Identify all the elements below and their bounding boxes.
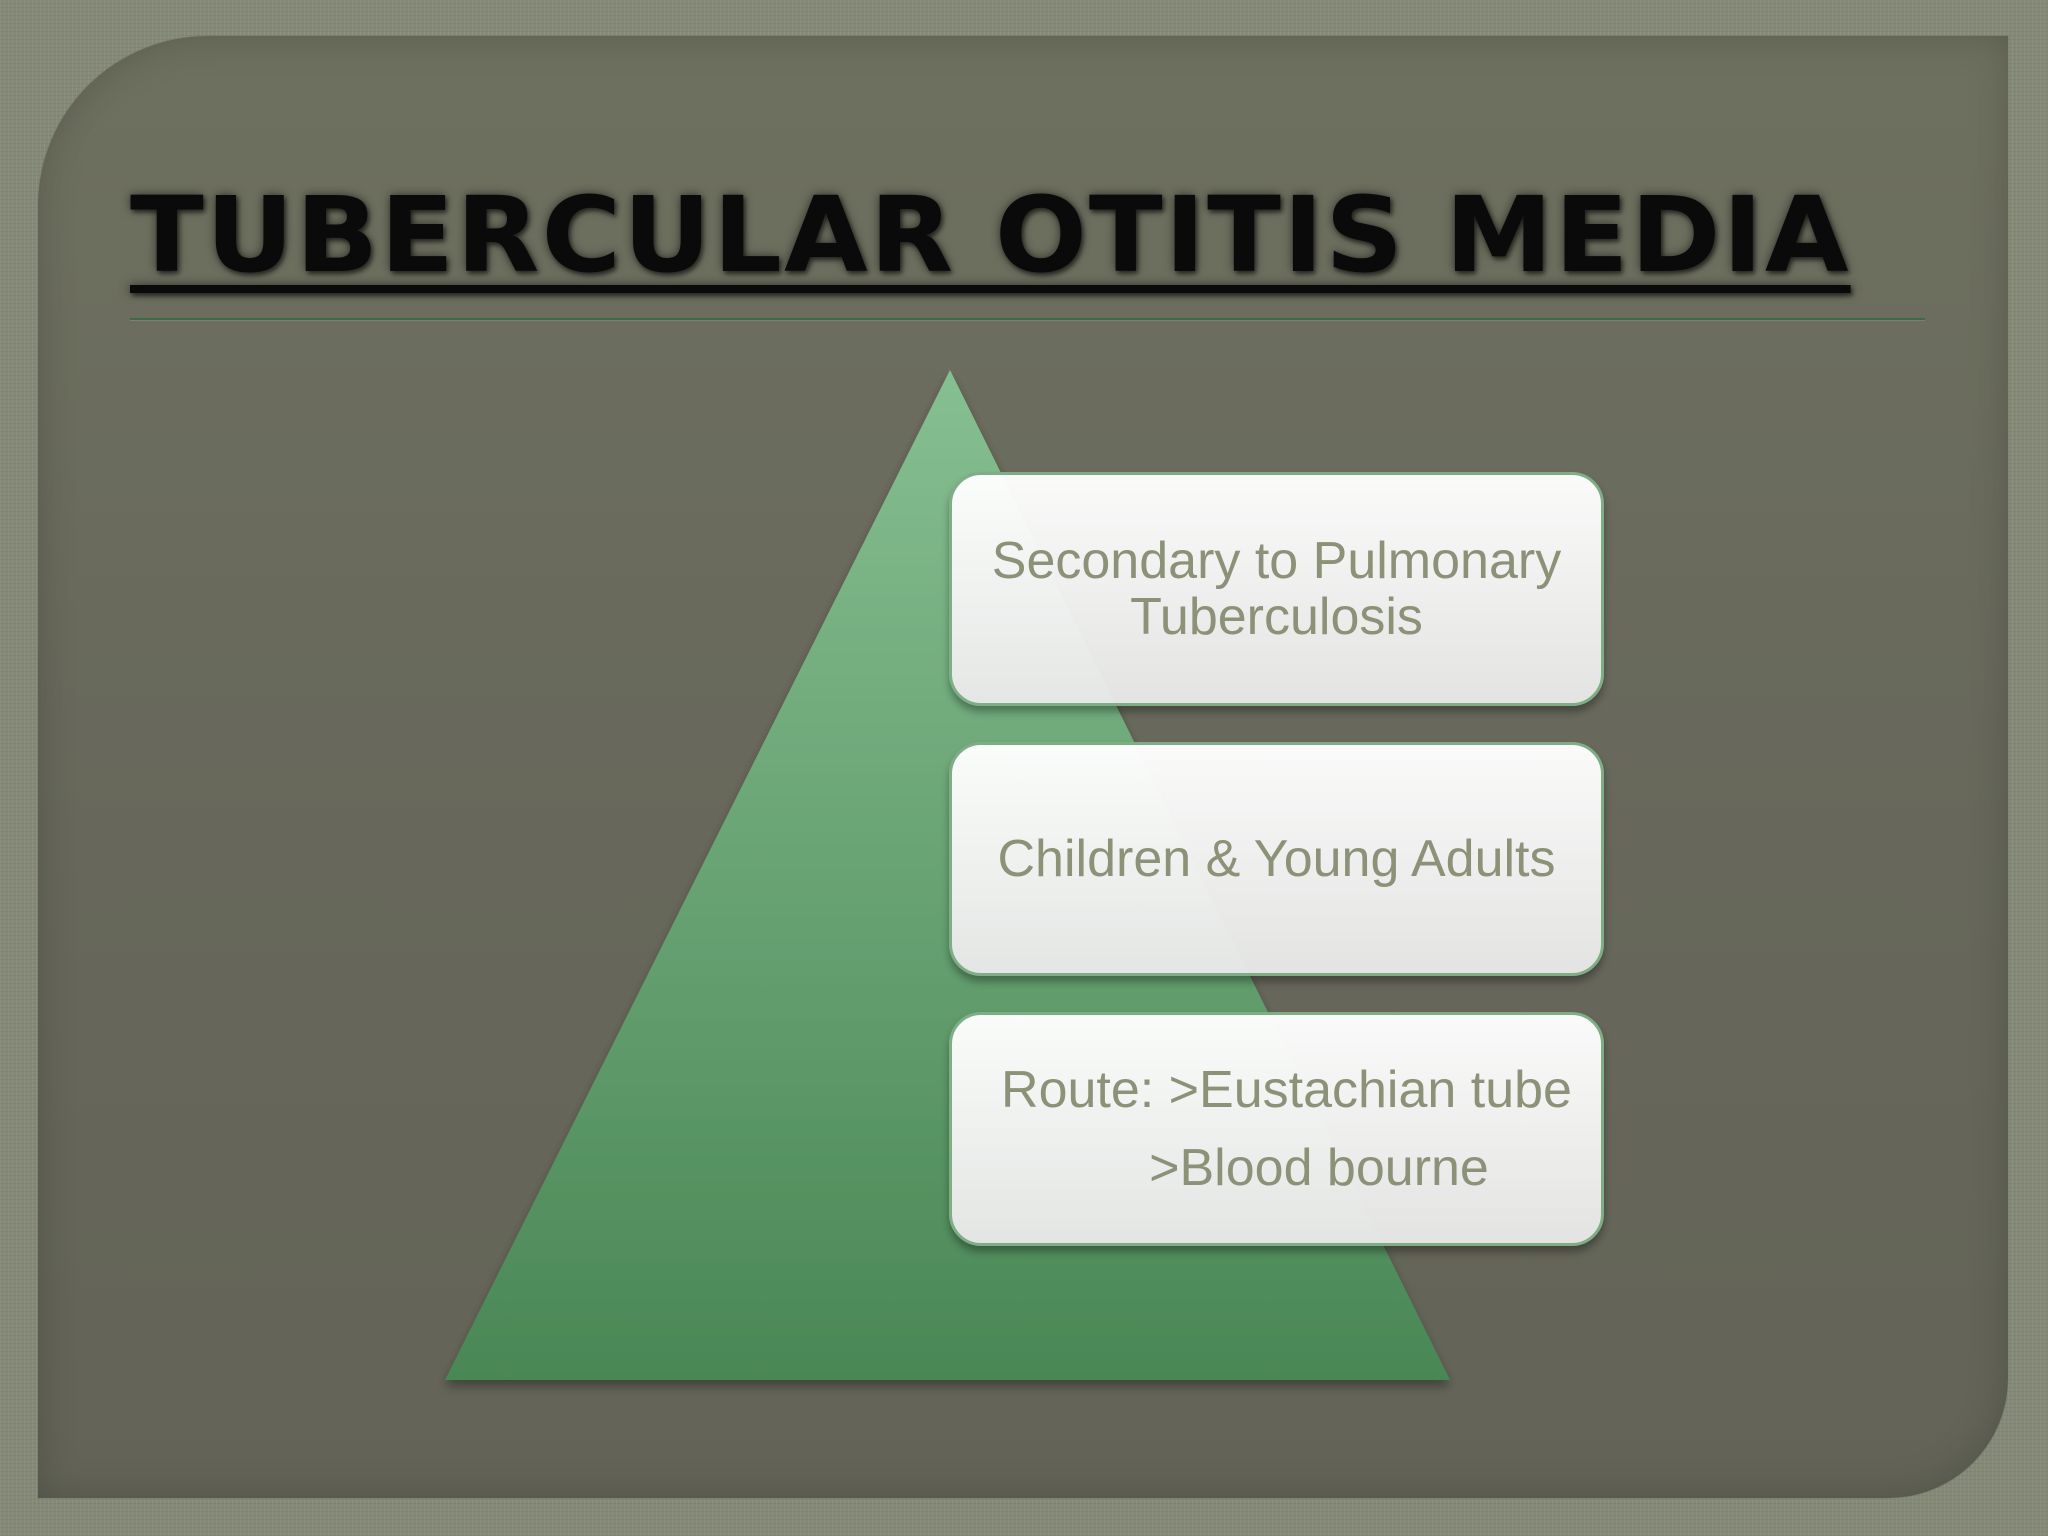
pyramid-level-2-box: Children & Young Adults [949,742,1604,976]
pyramid-level-3-box: Route: >Eustachian tube >Blood bourne [949,1012,1604,1246]
level-1-line-2: Tuberculosis [1130,588,1423,646]
level-2-line-1: Children & Young Adults [997,830,1556,888]
slide-title: TUBERCULAR OTITIS MEDIA [130,174,1851,296]
level-3-line-1: Route: >Eustachian tube [1001,1061,1572,1119]
pyramid-level-1-box: Secondary to Pulmonary Tuberculosis [949,472,1604,706]
title-underline-rule [130,318,1925,320]
level-3-line-2: >Blood bourne [1149,1139,1489,1197]
level-1-line-1: Secondary to Pulmonary [991,532,1562,590]
